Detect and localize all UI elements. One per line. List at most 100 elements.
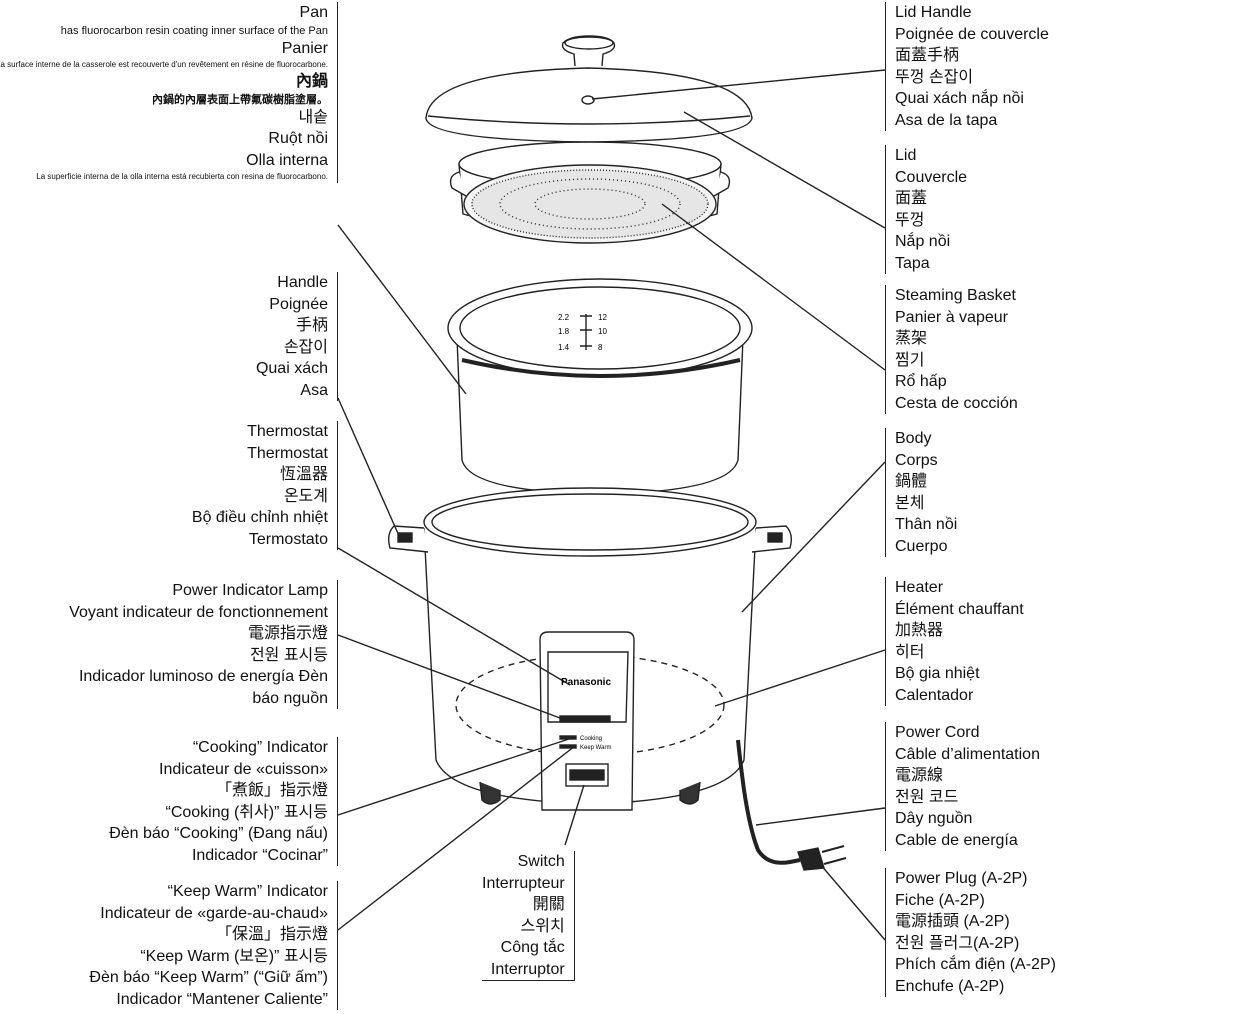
label-line: 본체: [895, 494, 925, 512]
label-line: 뚜껑 손잡이: [895, 68, 974, 86]
pan-zh-title: 內鍋: [295, 73, 328, 90]
label-switch: Switch Interrupteur 開關 스위치 Công tắc Inte…: [482, 851, 575, 981]
label-line: Cable de energía: [895, 831, 1018, 849]
label-line: Asa: [300, 381, 328, 399]
label-line: 鍋體: [895, 473, 928, 490]
label-line: 開關: [532, 896, 565, 913]
label-heater: Heater Élément chauffant 加熱器 히터 Bộ gia n…: [885, 577, 1024, 706]
label-line: “Keep Warm” Indicator: [167, 883, 328, 900]
brand-label: Panasonic: [561, 677, 611, 688]
label-line: Tapa: [895, 254, 930, 272]
label-line: Lid: [895, 147, 917, 164]
label-body: Body Corps 鍋體 본체 Thân nồi Cuerpo: [885, 428, 957, 557]
power-cord: [736, 739, 847, 871]
label-line: 「煮飯」指示燈: [215, 782, 328, 799]
label-line: Bộ điều chỉnh nhiệt: [191, 509, 328, 526]
label-line: báo nguồn: [252, 689, 328, 707]
label-line: Phích cắm điện (A-2P): [895, 956, 1056, 973]
label-line: Thermostat: [247, 423, 328, 440]
label-line: Rổ hấp: [895, 373, 947, 390]
label-line: Voyant indicateur de fonctionnement: [69, 603, 328, 621]
label-line: Poignée de couvercle: [895, 25, 1049, 43]
label-line: Interrupteur: [482, 874, 565, 892]
label-line: Handle: [277, 274, 328, 291]
label-line: Heater: [895, 579, 944, 596]
label-line: 전원 코드: [895, 788, 959, 806]
pan-title: Pan: [299, 4, 328, 21]
label-line: Corps: [895, 451, 938, 469]
label-line: 加熱器: [895, 622, 944, 639]
label-line: Enchufe (A-2P): [895, 977, 1005, 995]
label-line: Indicateur de «cuisson»: [159, 760, 328, 778]
label-line: Thermostat: [247, 444, 328, 462]
pan-zh-note: 內鍋的內層表面上帶氟碳樹脂塗層。: [152, 93, 328, 106]
label-line: Nắp nồi: [895, 233, 951, 250]
keep-warm-device-text: Keep Warm: [580, 745, 611, 751]
label-line: 손잡이: [283, 338, 328, 356]
label-line: Lid Handle: [895, 4, 972, 21]
label-line: 面蓋: [895, 190, 928, 207]
label-line: 恆溫器: [279, 466, 328, 483]
label-line: Steaming Basket: [895, 287, 1016, 304]
label-line: Élément chauffant: [895, 600, 1024, 618]
label-line: Cuerpo: [895, 537, 948, 555]
lid: [425, 35, 753, 143]
label-line: 뚜껑: [895, 211, 925, 229]
label-line: Switch: [517, 853, 565, 870]
label-line: Couvercle: [895, 168, 968, 186]
label-line: 히터: [895, 643, 925, 661]
pan-fr-title: Panier: [281, 39, 328, 57]
label-line: Termostato: [248, 530, 328, 548]
scale-right-3: 8: [598, 343, 603, 352]
label-line: “Keep Warm (보온)” 표시등: [140, 947, 328, 965]
label-cooking-indicator: “Cooking” Indicator Indicateur de «cuiss…: [109, 737, 338, 866]
label-line: Body: [895, 430, 932, 447]
leader-lines: [337, 69, 886, 941]
label-line: Poignée: [269, 295, 328, 313]
cooker-body: [387, 487, 793, 811]
label-line: Đèn báo “Cooking” (Đang nấu): [109, 825, 328, 842]
label-line: Thân nồi: [895, 516, 958, 533]
scale-left-3: 1.4: [558, 343, 570, 352]
label-thermostat: Thermostat Thermostat 恆溫器 온도계 Bộ điều ch…: [192, 421, 338, 550]
label-line: Fiche (A-2P): [895, 891, 985, 909]
scale-left-2: 1.8: [558, 327, 570, 336]
label-steaming-basket: Steaming Basket Panier à vapeur 蒸架 찜기 Rổ…: [885, 285, 1018, 414]
cooking-device-text: Cooking: [580, 736, 602, 742]
label-line: 「保溫」指示燈: [215, 926, 328, 943]
label-keep-warm-indicator: “Keep Warm” Indicator Indicateur de «gar…: [89, 881, 338, 1010]
label-power-cord: Power Cord Câble d’alimentation 電源線 전원 코…: [885, 722, 1040, 851]
label-line: 電源線: [895, 767, 944, 784]
label-line: Asa de la tapa: [895, 111, 998, 129]
label-line: Indicador “Cocinar”: [191, 846, 328, 864]
label-line: Indicateur de «garde-au-chaud»: [100, 904, 328, 922]
label-line: 蒸架: [895, 330, 928, 347]
label-line: Quai xách: [255, 360, 328, 377]
label-line: 面蓋手柄: [895, 47, 960, 64]
label-handle: Handle Poignée 手柄 손잡이 Quai xách Asa: [256, 272, 338, 401]
label-power-plug: Power Plug (A-2P) Fiche (A-2P) 電源插頭 (A-2…: [885, 868, 1056, 997]
pan-ko-title: 내솥: [298, 108, 328, 126]
label-line: Power Cord: [895, 724, 980, 741]
label-line: Quai xách nắp nồi: [895, 90, 1024, 107]
label-line: Bộ gia nhiệt: [895, 665, 980, 682]
label-line: 手柄: [295, 317, 328, 334]
scale-right-1: 12: [598, 313, 607, 322]
inner-pan: [447, 278, 753, 495]
scale-right-2: 10: [598, 327, 607, 336]
scale-left-1: 2.2: [558, 313, 570, 322]
label-line: Câble d’alimentation: [895, 745, 1040, 763]
label-line: Calentador: [895, 686, 974, 704]
label-line: Indicador “Mantener Caliente”: [116, 990, 328, 1008]
label-line: Dây nguồn: [895, 810, 973, 827]
label-line: 電源插頭 (A-2P): [895, 913, 1010, 930]
label-line: Công tắc: [500, 939, 565, 956]
label-line: Power Indicator Lamp: [172, 582, 328, 599]
label-line: Đèn báo “Keep Warm” (“Giữ ấm”): [89, 969, 328, 986]
label-line: Panier à vapeur: [895, 308, 1008, 326]
pan-en-note: has fluorocarbon resin coating inner sur…: [60, 24, 328, 37]
pan-fr-note: La surface interne de la casserole est r…: [0, 60, 328, 69]
label-line: Indicador luminoso de energía Đèn: [78, 668, 328, 685]
label-line: 電源指示燈: [247, 625, 328, 642]
label-line: 찜기: [895, 351, 925, 369]
